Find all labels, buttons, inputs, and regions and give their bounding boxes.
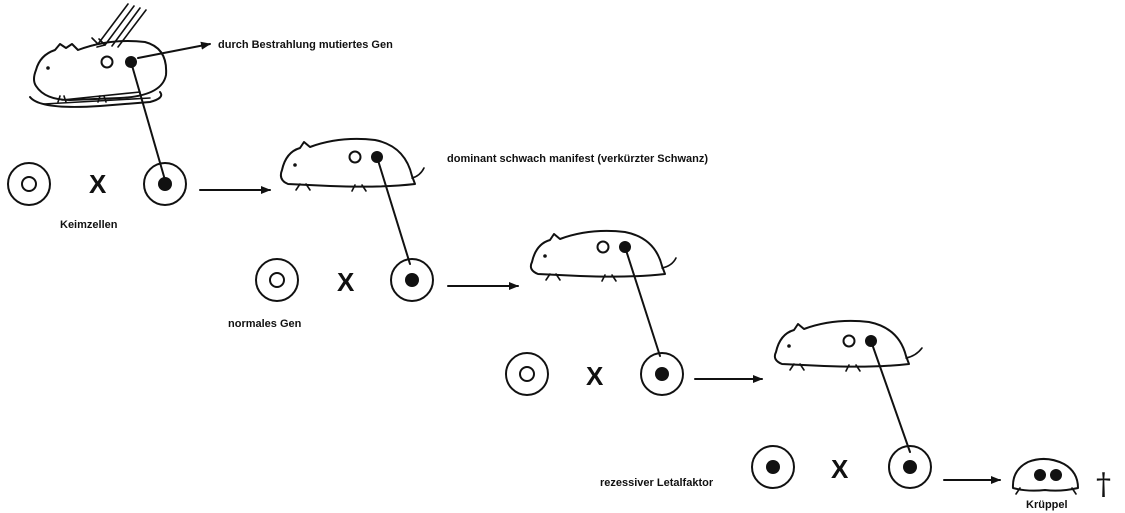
germ-cell-mutated	[751, 445, 795, 489]
germ-cell-mutated	[888, 445, 932, 489]
dominant-label: dominant schwach manifest (verkürzter Sc…	[447, 153, 708, 165]
f2-mouse-icon	[529, 229, 677, 282]
cross-symbol: X	[831, 454, 849, 484]
germ-cell-normal	[7, 162, 51, 206]
germ-cell-mutated	[143, 162, 187, 206]
f1-mouse-icon	[279, 137, 425, 192]
germ-cell-mutated	[390, 258, 434, 302]
crippled-mouse-icon	[1011, 458, 1079, 495]
death-symbol: †	[1096, 467, 1111, 502]
normal-gene-label: normales Gen	[228, 318, 302, 330]
mutated-gene-label: durch Bestrahlung mutiertes Gen	[218, 39, 393, 51]
recessive-label: rezessiver Letalfaktor	[600, 477, 714, 489]
cross-symbol: X	[337, 267, 355, 297]
cross-symbol: X	[586, 361, 604, 391]
germ-cells-label: Keimzellen	[60, 219, 118, 231]
cross-symbol: X	[89, 169, 107, 199]
cripple-label: Krüppel	[1026, 499, 1068, 511]
f3-mouse-icon	[773, 319, 923, 372]
germ-cell-normal	[505, 352, 549, 396]
germ-cell-normal	[255, 258, 299, 302]
normal-gene-icon	[100, 55, 114, 69]
germ-cell-mutated	[640, 352, 684, 396]
irradiated-mouse-icon	[29, 40, 168, 108]
